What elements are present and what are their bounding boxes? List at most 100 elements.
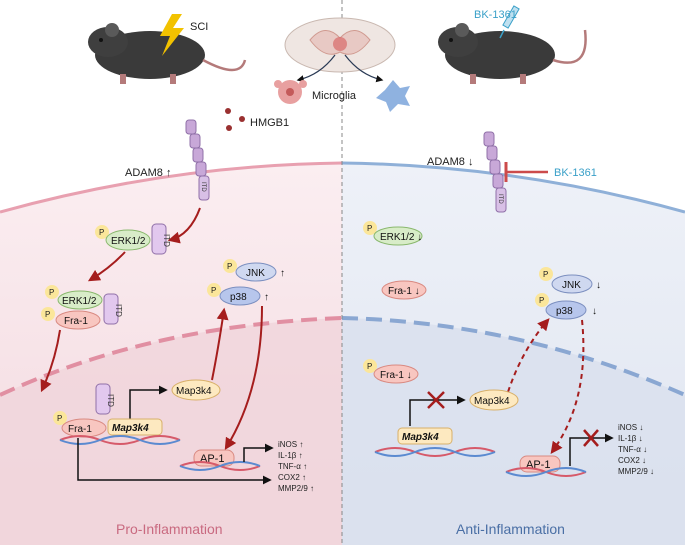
right-p-fra1-nuc-phospho bbox=[363, 359, 377, 373]
left-fra1-nuc-label: Fra-1 bbox=[68, 424, 92, 435]
left-p-p38-phospho bbox=[207, 283, 221, 297]
anti-inflammation-title: Anti-Inflammation bbox=[456, 521, 565, 537]
left-itd-box-3 bbox=[95, 383, 111, 415]
right-adam8-label: ADAM8 ↓ bbox=[427, 156, 473, 168]
right-gene-2: TNF-α ↓ bbox=[618, 445, 647, 454]
anti-nucleus-region bbox=[342, 318, 685, 545]
left-map3k4-gene-label: Map3k4 bbox=[112, 423, 149, 434]
right-fra1-cyto-node bbox=[381, 280, 427, 300]
left-p-erk-label: P bbox=[99, 228, 104, 237]
left-jnk-arrow: ↑ bbox=[280, 268, 285, 279]
right-gene-list: iNOS ↓ IL-1β ↓ TNF-α ↓ COX2 ↓ MMP2/9 ↓ bbox=[618, 423, 654, 476]
right-block-x-icon-2 bbox=[583, 429, 599, 447]
right-fra1-nuc-label: Fra-1 ↓ bbox=[380, 370, 412, 381]
left-jnk-label: JNK bbox=[246, 268, 265, 279]
left-p-jnk-phospho bbox=[223, 259, 237, 273]
right-adam8-receptor bbox=[483, 131, 507, 213]
pro-inflammation-title: Pro-Inflammation bbox=[116, 521, 223, 537]
hmgb1-dots bbox=[225, 108, 245, 131]
anti-nuclear-membrane bbox=[341, 316, 685, 397]
left-transcription-arrow-map3k4 bbox=[129, 385, 168, 420]
left-arrow-erk-complex bbox=[87, 251, 126, 282]
bk1361-inhibitor-label: BK-1361 bbox=[554, 167, 597, 179]
left-jnk-node bbox=[235, 262, 277, 282]
microglia-arrow-right bbox=[344, 54, 384, 83]
left-map3k4-protein-label: Map3k4 bbox=[176, 386, 212, 397]
left-p38-node bbox=[219, 286, 261, 306]
left-p-erk2-phospho bbox=[45, 285, 59, 299]
left-p-p38-label: P bbox=[211, 286, 216, 295]
right-dna-strand-2b bbox=[505, 467, 587, 477]
lightning-icon bbox=[160, 14, 184, 56]
right-dna-strand-1a bbox=[374, 447, 496, 457]
microglia-arrow-left bbox=[296, 54, 336, 83]
right-gene-4: MMP2/9 ↓ bbox=[618, 467, 654, 476]
right-transcription-arrow-map3k4 bbox=[409, 395, 466, 426]
right-p-erk-phospho bbox=[363, 221, 377, 235]
treated-mouse-icon bbox=[438, 23, 587, 84]
left-p-fra1-nuc-phospho bbox=[53, 411, 67, 425]
right-map3k4-protein-node bbox=[469, 389, 519, 411]
spinal-cord-icon bbox=[284, 17, 396, 73]
anti-cell-membrane bbox=[341, 161, 685, 214]
left-p38-arrow: ↑ bbox=[264, 292, 269, 303]
syringe-icon bbox=[499, 5, 520, 39]
right-arrow-p38-ap1 bbox=[550, 319, 585, 454]
left-itd-label-3: ITD bbox=[106, 394, 115, 407]
right-erk-node bbox=[373, 226, 423, 246]
hmgb1-label: HMGB1 bbox=[250, 117, 289, 129]
right-p38-label: p38 bbox=[556, 306, 573, 317]
right-dna-strand-1b bbox=[374, 447, 496, 457]
sci-label: SCI bbox=[190, 21, 208, 33]
left-p-erk2-label: P bbox=[49, 288, 54, 297]
right-p-fra1-nuc-label: P bbox=[367, 362, 372, 371]
left-p38-label: p38 bbox=[230, 292, 247, 303]
left-gene-list: iNOS ↑ IL-1β ↑ TNF-α ↑ COX2 ↑ MMP2/9 ↑ bbox=[278, 440, 314, 493]
left-adam8-receptor bbox=[185, 119, 210, 201]
left-itd-box-1 bbox=[151, 223, 167, 255]
right-p-p38-label: P bbox=[539, 296, 544, 305]
right-erk-label: ERK1/2 ↓ bbox=[380, 232, 422, 243]
pro-cell-membrane bbox=[0, 161, 343, 214]
microglia-label: Microglia bbox=[312, 90, 357, 102]
left-dna-strand-2b bbox=[179, 461, 261, 471]
left-gene-1: IL-1β ↑ bbox=[278, 451, 303, 460]
left-gene-4: MMP2/9 ↑ bbox=[278, 484, 314, 493]
resting-microglia-icon bbox=[376, 80, 410, 112]
right-p38-arrow: ↓ bbox=[592, 306, 597, 317]
left-adam8-label: ADAM8 ↑ bbox=[125, 167, 171, 179]
left-arrow-map3k4-p38 bbox=[211, 307, 229, 381]
left-p-jnk-label: P bbox=[227, 262, 232, 271]
right-transcription-arrow-genes bbox=[569, 433, 614, 466]
left-map3k4-protein-node bbox=[171, 379, 221, 401]
left-transcription-arrow-genes bbox=[243, 443, 274, 462]
right-p-p38-phospho bbox=[535, 293, 549, 307]
left-itd-box-2 bbox=[103, 293, 119, 325]
left-erk-label: ERK1/2 bbox=[111, 236, 146, 247]
right-block-x-icon-1 bbox=[427, 391, 445, 409]
bk1361-top-label: BK-1361 bbox=[474, 9, 517, 21]
left-arrow-p38-ap1 bbox=[224, 305, 263, 451]
left-gene-2: TNF-α ↑ bbox=[278, 462, 307, 471]
injured-mouse-icon bbox=[88, 23, 247, 84]
left-p-fra1-label: P bbox=[45, 310, 50, 319]
left-p-fra1-phospho bbox=[41, 307, 55, 321]
right-fra1-nuc-node bbox=[373, 364, 419, 384]
left-gene-0: iNOS ↑ bbox=[278, 440, 303, 449]
right-itd-receptor-label: ITD bbox=[497, 194, 503, 204]
right-gene-0: iNOS ↓ bbox=[618, 423, 643, 432]
left-itd-label-2: ITD bbox=[114, 304, 123, 317]
left-dna-strand-1a bbox=[59, 435, 181, 445]
left-itd-receptor-label: ITD bbox=[200, 182, 206, 192]
right-p-erk-label: P bbox=[367, 224, 372, 233]
pro-nuclear-membrane bbox=[0, 316, 343, 397]
activated-microglia-icon bbox=[274, 80, 307, 104]
left-erk2-node bbox=[57, 290, 103, 310]
right-arrow-map3k4-p38 bbox=[507, 318, 550, 393]
left-fra1-label: Fra-1 bbox=[64, 316, 88, 327]
left-erk-node bbox=[105, 229, 151, 251]
left-arrow-fra1-nucleus bbox=[40, 329, 61, 393]
left-arrow-adam8-erk bbox=[167, 207, 201, 244]
